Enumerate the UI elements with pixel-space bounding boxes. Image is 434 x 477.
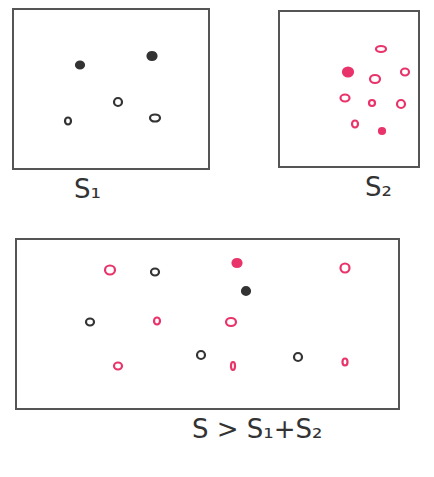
- combined-set-box: S > S₁+S₂: [15, 238, 400, 410]
- set-box: S₁: [12, 8, 210, 170]
- set-label: S₁: [74, 174, 101, 205]
- set-box: S₂: [278, 10, 420, 168]
- set-label: S₂: [365, 172, 392, 203]
- set-label: S > S₁+S₂: [192, 414, 322, 445]
